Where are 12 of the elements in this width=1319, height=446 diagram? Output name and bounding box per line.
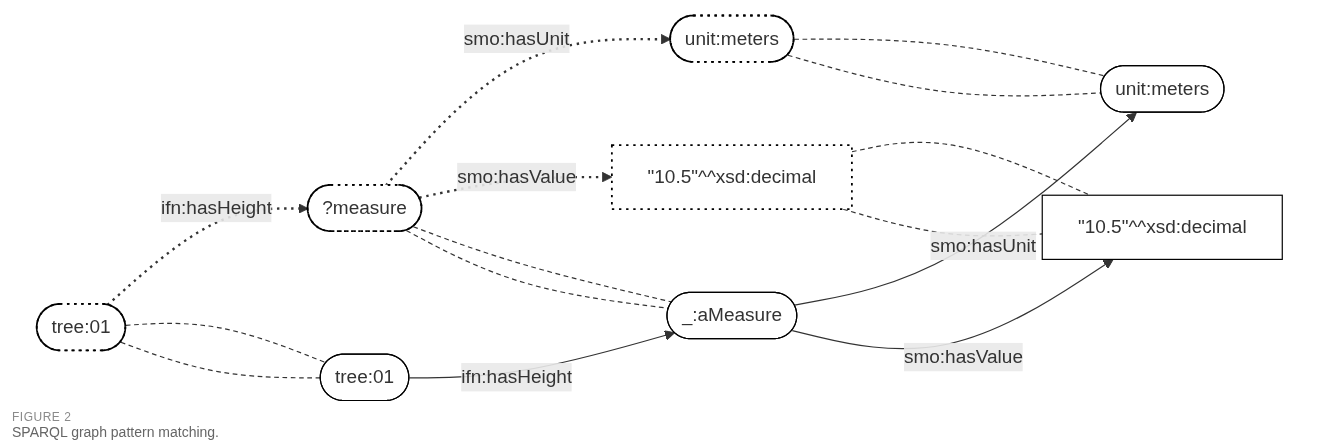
connector [851,141,1091,196]
connector [793,38,1106,77]
edge-label: ifn:hasHeight [461,366,573,387]
arrow [793,112,1137,306]
figure-number: FIGURE 2 [12,410,73,424]
caption: SPARQL graph pattern matching. [12,424,220,440]
node-box: "10.5"^^xsd:decimal [1041,194,1283,260]
edge-label: ifn:hasHeight [160,197,272,218]
edge-label: smo:hasUnit [930,235,1037,256]
edge-label: smo:hasUnit [463,27,570,49]
edge-label: smo:hasValue [457,166,577,187]
edge-label: smo:hasValue [903,346,1023,367]
